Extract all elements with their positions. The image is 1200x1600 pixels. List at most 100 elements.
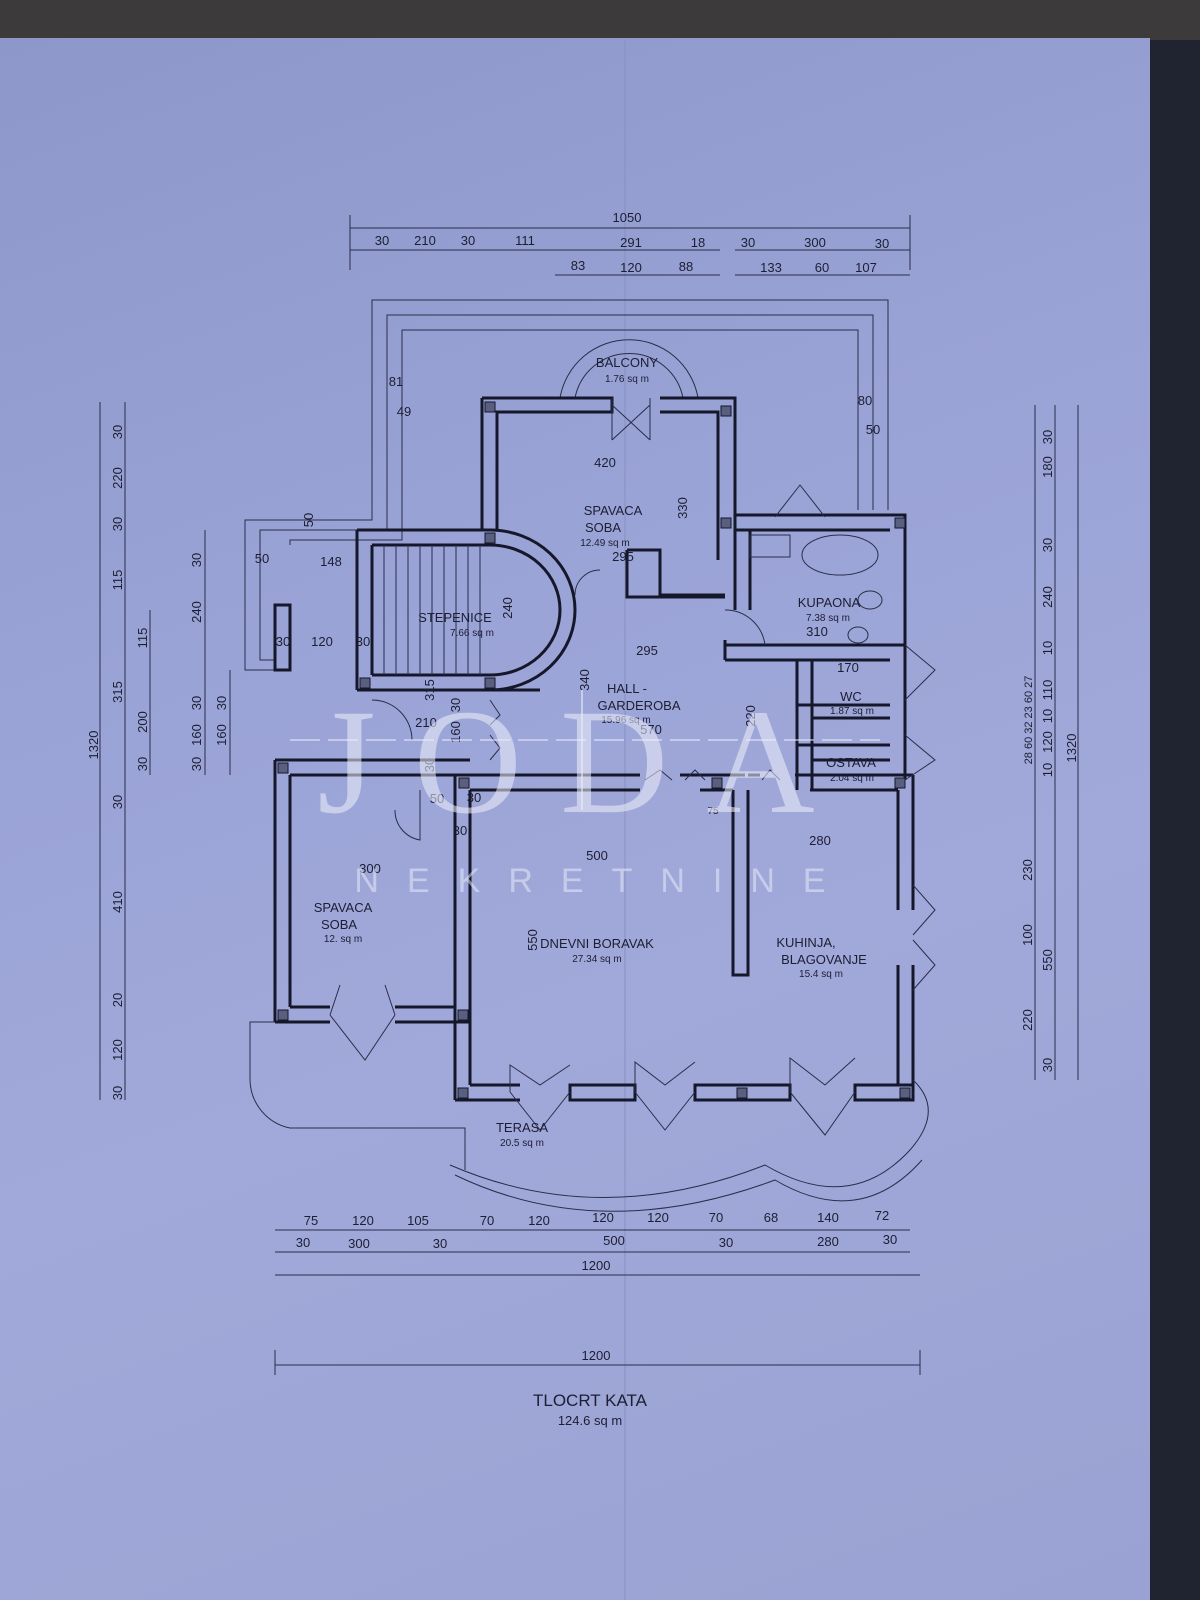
dim-label: 170 <box>837 660 859 675</box>
interior-dimensions: 420 330 295 240 148 50 50 81 49 80 50 12… <box>255 374 880 951</box>
dim-label: 107 <box>855 260 877 275</box>
dim-label: 110 <box>1040 680 1055 701</box>
dim-label: 68 <box>764 1210 778 1225</box>
dim-label: 120 <box>620 260 642 275</box>
dim-label: 88 <box>679 259 693 274</box>
room-balcony-name: BALCONY <box>596 355 658 370</box>
dim-label: 240 <box>500 597 515 619</box>
room-hall-name: HALL - <box>607 681 647 696</box>
top-dimensions: 1050 30 210 30 111 291 18 30 300 30 83 1… <box>375 210 889 275</box>
dim-label: 30 <box>422 758 437 772</box>
dim-label: 550 <box>525 929 540 951</box>
dim-label: 410 <box>110 891 125 913</box>
dim-label: 160 <box>214 724 229 746</box>
watermark-subtitle: NEKRETNINE <box>354 862 853 900</box>
dim-label: 30 <box>1040 538 1055 552</box>
dim-label: 220 <box>743 705 758 727</box>
dim-label: 30 <box>189 757 204 771</box>
dim-label: 210 <box>414 233 436 248</box>
dim-top-total: 1050 <box>613 210 642 225</box>
dim-label: 111 <box>515 233 535 248</box>
dim-label: 180 <box>1040 456 1055 478</box>
dim-label: 100 <box>1020 924 1035 946</box>
dim-label: 18 <box>691 235 705 250</box>
roof-outline <box>244 299 889 671</box>
dim-label: 30 <box>1040 430 1055 444</box>
dim-label: 50 <box>255 551 269 566</box>
dim-label: 30 <box>356 634 370 649</box>
dim-label: 28 60 32 23 60 27 <box>1023 676 1035 765</box>
dim-label: 75 <box>304 1213 318 1228</box>
room-stairs-name: STEPENICE <box>418 610 492 625</box>
right-dimensions: 1320 30 180 30 240 10 110 10 120 10 28 6… <box>1020 430 1079 1072</box>
room-bathroom-name: KUPAONA <box>798 595 861 610</box>
dim-right-total: 1320 <box>1064 734 1079 763</box>
dim-label: 70 <box>480 1213 494 1228</box>
dim-label: 240 <box>189 601 204 623</box>
doors-windows <box>329 398 936 1136</box>
dim-label: 120 <box>352 1213 374 1228</box>
dim-label: 30 <box>375 233 389 248</box>
balcony-arc-inner <box>574 353 684 399</box>
dim-label: 10 <box>1040 763 1055 777</box>
dim-label: 295 <box>612 549 634 564</box>
plan-title: TLOCRT KATA <box>533 1391 648 1410</box>
room-labels: BALCONY 1.76 sq m SPAVACA SOBA 12.49 sq … <box>314 355 877 1149</box>
dim-label: 291 <box>620 235 642 250</box>
dim-label: 140 <box>817 1210 839 1225</box>
room-hall-area: 15.96 sq m <box>601 715 650 726</box>
room-bedroom-left-name: SPAVACA <box>314 900 373 915</box>
dim-label: 315 <box>110 681 125 703</box>
dim-label: 30 <box>461 233 475 248</box>
left-dimensions: 1320 30 220 30 115 315 30 410 20 120 30 … <box>86 425 229 1100</box>
room-kitchen-name: BLAGOVANJE <box>781 952 867 967</box>
room-terrace-area: 20.5 sq m <box>500 1138 544 1149</box>
dim-label: 60 <box>815 260 829 275</box>
walls <box>273 396 915 1102</box>
room-stairs-area: 7.66 sq m <box>450 628 494 639</box>
background-edge <box>1150 40 1200 1600</box>
dim-label: 160 <box>448 721 463 743</box>
dim-label: 330 <box>675 497 690 519</box>
dim-label: 115 <box>110 570 125 591</box>
dim-bottom-total: 1200 <box>582 1258 611 1273</box>
dim-label: 30 <box>875 236 889 251</box>
dim-label: 220 <box>110 467 125 489</box>
dim-left-total: 1320 <box>86 731 101 760</box>
room-hall-name: GARDEROBA <box>597 698 680 713</box>
dim-label: 300 <box>804 235 826 250</box>
dim-label: 148 <box>320 554 342 569</box>
dim-label: 230 <box>1020 859 1035 881</box>
balcony-arc <box>559 339 699 399</box>
dim-label: 30 <box>110 517 125 531</box>
dim-label: 120 <box>311 634 333 649</box>
room-balcony-area: 1.76 sq m <box>605 374 649 385</box>
dim-label: 340 <box>577 669 592 691</box>
plan-total-area: 124.6 sq m <box>558 1413 622 1428</box>
dim-label: 81 <box>389 374 403 389</box>
dim-label: 500 <box>603 1233 625 1248</box>
bottom-dimensions: 75 120 105 70 120 120 120 70 68 140 72 3… <box>296 1208 897 1363</box>
dim-label: 30 <box>135 757 150 771</box>
dim-label: 550 <box>1040 949 1055 971</box>
watermark: JODA NEKRETNINE <box>290 679 880 900</box>
room-bedroom-left-name: SOBA <box>321 917 357 932</box>
stair-treads <box>383 545 481 675</box>
dim-label: 72 <box>875 1208 889 1223</box>
dimension-lines <box>99 215 1079 1375</box>
dim-label: 300 <box>359 861 381 876</box>
dim-label: 50 <box>866 422 880 437</box>
dim-label: 115 <box>135 628 150 649</box>
dim-label: 30 <box>189 696 204 710</box>
dim-label: 295 <box>636 643 658 658</box>
dim-label: 280 <box>817 1234 839 1249</box>
dim-label: 105 <box>407 1213 429 1228</box>
dim-label: 30 <box>110 425 125 439</box>
dim-label: 30 <box>214 696 229 710</box>
dim-label: 83 <box>571 258 585 273</box>
dim-label: 280 <box>809 833 831 848</box>
dim-label: 30 <box>883 1232 897 1247</box>
dim-label: 30 <box>296 1235 310 1250</box>
dim-label: 500 <box>586 848 608 863</box>
